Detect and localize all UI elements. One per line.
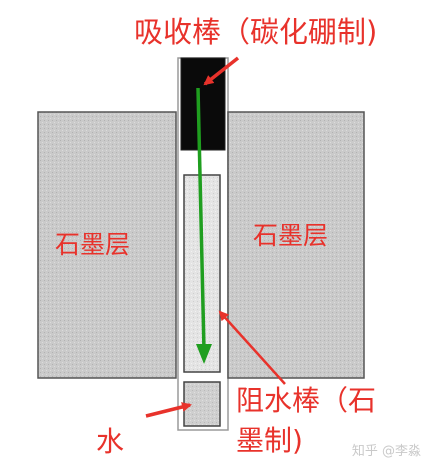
pointer-arrow-absorber	[203, 56, 240, 86]
insertion-arrow	[196, 87, 212, 364]
graphite-left-label: 石墨层	[55, 230, 131, 259]
pointer-arrow-blocker	[218, 310, 286, 385]
blocker-rod-label-line1: 阻水棒（石	[236, 384, 377, 417]
graphite-right-label: 石墨层	[253, 221, 329, 250]
blocker-rod-label-line2: 墨制)	[236, 424, 303, 457]
water-label: 水	[96, 425, 125, 458]
graphite-block-right	[227, 111, 365, 379]
watermark: 知乎 @李淼	[351, 444, 421, 459]
pointer-arrow-water	[145, 402, 192, 418]
graphite-block-left	[37, 111, 177, 379]
absorber-rod-label: 吸收棒（碳化硼制)	[134, 15, 378, 49]
